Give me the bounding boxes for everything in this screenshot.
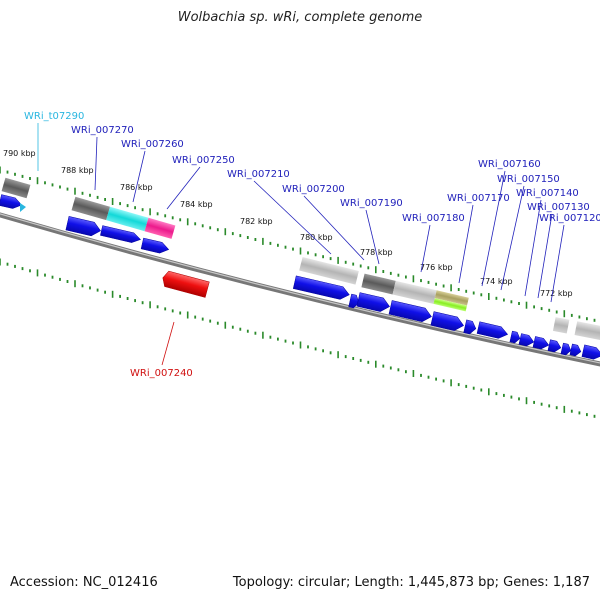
genome-backbone [0,212,600,367]
inner-tick-track [0,258,596,418]
locus-label: WRi_007260 [121,139,184,150]
locus-label: WRi_007150 [497,174,560,185]
feature-block-gray-light [392,280,437,304]
feature-block-lime [433,298,468,312]
locus-leader-line [94,136,98,191]
feature-block-gray-light [552,317,570,334]
scale-label: 776 kbp [420,263,453,272]
locus-leader-line [537,213,553,299]
forward-cds-arrow [100,225,141,243]
forward-cds-arrow [140,237,170,254]
feature-block-gray-light [299,256,359,285]
feature-block-gray [1,177,31,199]
forward-cds-arrow [292,275,350,300]
forward-cds-arrow [356,292,390,312]
forward-cds-arrow [569,343,582,357]
feature-block-olive [434,290,469,306]
accession-label: Accession: NC_012416 [10,575,158,590]
locus-label: WRi_007200 [282,184,345,195]
forward-cds-arrow [509,330,521,344]
forward-cds-arrow [348,293,360,309]
locus-label: WRi_007270 [71,125,134,136]
feature-band [1,177,600,341]
locus-label: WRi_007140 [516,188,579,199]
forward-cds-arrow [65,216,101,237]
scale-label: 784 kbp [180,200,213,209]
map-title: Wolbachia sp. wRi, complete genome [177,10,423,25]
locus-leader-line [132,150,146,203]
forward-cds-arrow [0,194,23,209]
locus-label: WRi_007160 [478,159,541,170]
locus-label: WRi_007240 [130,368,193,379]
forward-cds-arrow [547,339,562,353]
scale-label: 788 kbp [61,166,94,175]
forward-cds-arrow [518,333,535,347]
scale-label: 780 kbp [300,233,333,242]
forward-cds-track [0,194,600,360]
feature-block-cyan [106,206,149,232]
forward-cds-arrow [463,319,477,335]
locus-label: WRi_007170 [447,193,510,204]
locus-leader-line [166,166,201,210]
forward-cds-arrow [430,311,464,331]
locus-label: WRi_t07290 [24,111,84,122]
locus-leader-line [365,209,380,265]
locus-leader-line [303,195,365,261]
feature-block-gray [71,196,111,221]
reverse-cds-track [162,270,210,298]
scale-label: 790 kbp [3,149,36,158]
locus-label: WRi_007210 [227,169,290,180]
locus-labels: WRi_t07290WRi_007270WRi_007260WRi_007250… [24,111,600,379]
locus-leader-line [253,180,332,255]
locus-leader-line [161,321,175,366]
feature-block-gray-light [574,321,600,341]
locus-label: WRi_007250 [172,155,235,166]
genome-summary: Topology: circular; Length: 1,445,873 bp… [232,575,590,590]
feature-block-gray [361,273,396,295]
locus-leader-line [500,185,525,291]
locus-label: WRi_007130 [527,202,590,213]
locus-label: WRi_007120 [539,213,600,224]
forward-cds-arrow [476,321,509,339]
locus-label: WRi_007180 [402,213,465,224]
locus-leader-line [420,224,431,273]
forward-cds-arrow [388,300,432,323]
feature-block-magenta [144,217,176,239]
locus-leader-line [458,204,474,284]
forward-cds-arrow [532,336,550,350]
outer-tick-track [0,166,596,322]
trna-marker [20,203,26,212]
scale-label: 774 kbp [480,277,513,286]
forward-cds-arrow [560,342,572,356]
locus-leader-line [524,199,542,297]
reverse-cds-arrow [162,270,210,298]
forward-cds-arrow [581,344,600,360]
locus-label: WRi_007190 [340,198,403,209]
locus-leader-line [550,224,565,303]
locus-leader-line [481,170,506,287]
scale-label: 772 kbp [540,289,573,298]
scale-label: 782 kbp [240,217,273,226]
